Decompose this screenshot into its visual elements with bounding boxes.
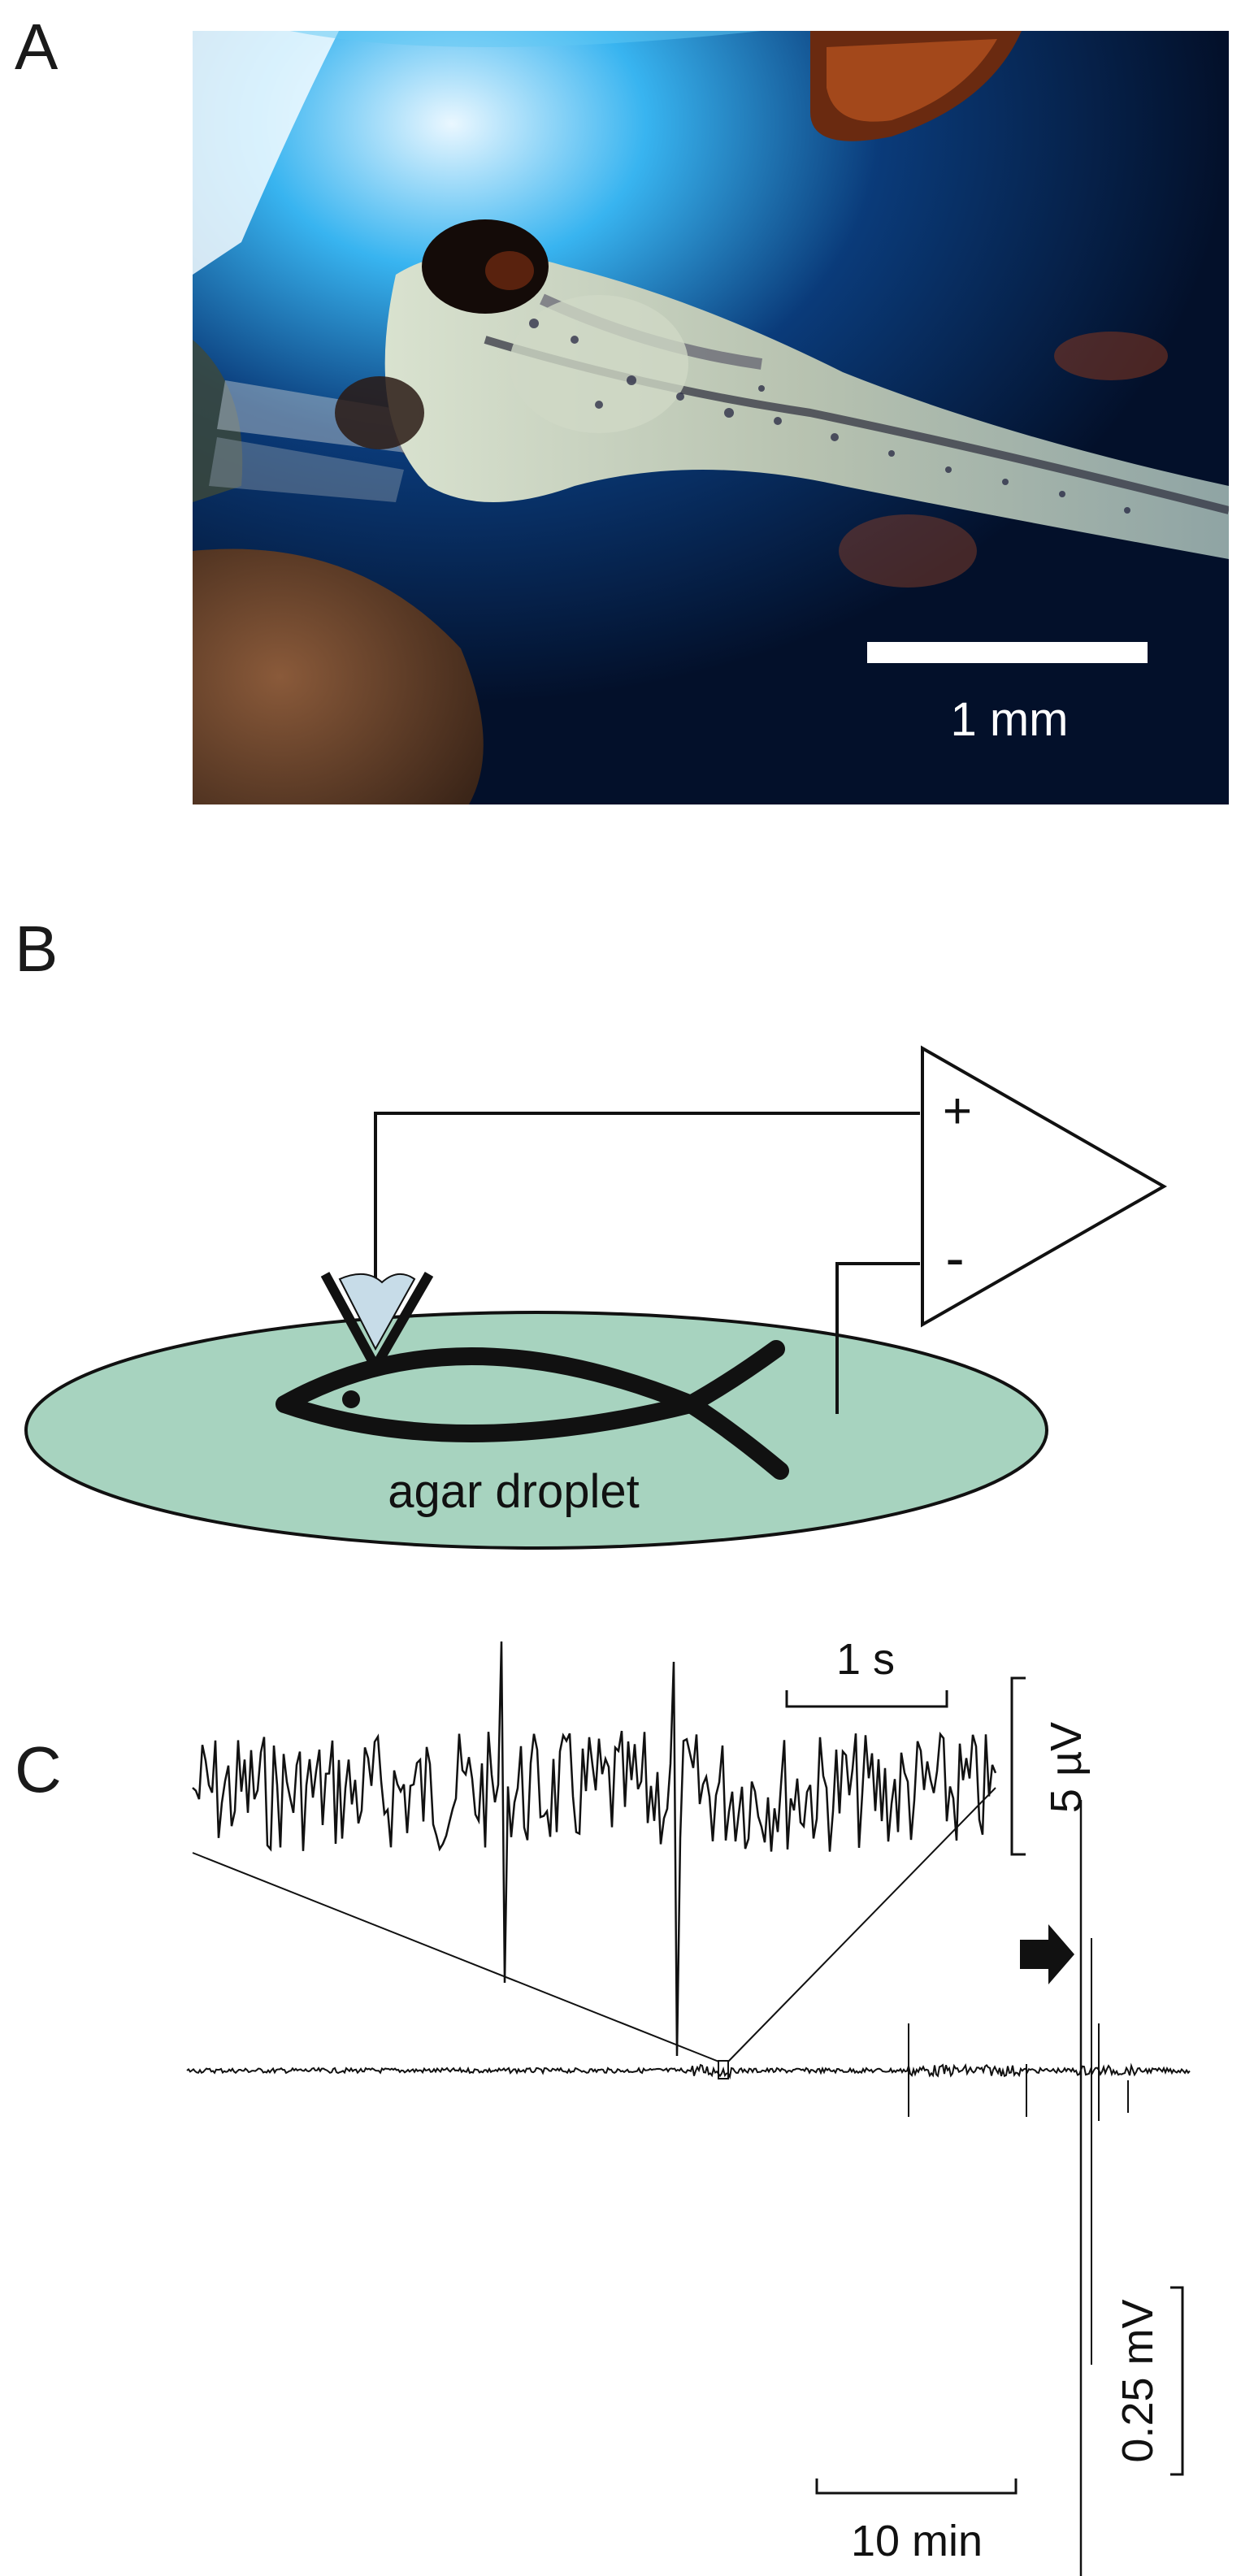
fish-outline <box>276 1340 789 1480</box>
zebrafish-photo: 1 mm <box>193 31 1229 804</box>
scale-bar-1mm <box>867 642 1148 663</box>
zoomed-trace <box>192 1641 997 2057</box>
time-scale-zoom-bar <box>785 1690 948 1708</box>
full-trace <box>186 2062 1191 2079</box>
right-arrow-icon <box>1020 1924 1074 1984</box>
amplifier-plus-label: + <box>943 1083 972 1139</box>
time-scale-zoom-label: 1 s <box>836 1635 895 1684</box>
zoom-connector-right <box>727 1787 996 2063</box>
amplifier-triangle <box>921 1045 1168 1328</box>
zoom-connector-left <box>192 1852 722 2063</box>
voltage-scale-full-bar <box>1170 2286 1184 2476</box>
time-scale-full-bar <box>815 2478 1018 2495</box>
panel-label-c: C <box>15 1733 62 1806</box>
agar-droplet <box>24 1311 1048 1550</box>
panel-label-a: A <box>15 11 59 83</box>
scale-bar-label: 1 mm <box>951 693 1069 746</box>
reference-electrode-wire <box>835 1262 920 1414</box>
voltage-scale-zoom-label: 5 µV <box>1042 1722 1091 1813</box>
voltage-scale-full-label: 0.25 mV <box>1113 2299 1162 2462</box>
zoom-window-box <box>718 2060 729 2079</box>
amplifier-minus-label: - <box>945 1226 964 1290</box>
fish-eye <box>342 1390 360 1408</box>
voltage-scale-zoom-bar <box>1010 1676 1026 1856</box>
agar-droplet-label: agar droplet <box>388 1465 640 1518</box>
recording-setup-diagram: + - agar droplet <box>24 1045 1168 1550</box>
time-scale-full-label: 10 min <box>851 2517 983 2565</box>
eeg-recording-figure: 1 s 5 µV 0.25 mV 10 min <box>186 1635 1191 2576</box>
positive-electrode-wire <box>374 1112 920 1323</box>
panel-label-b: B <box>15 913 59 985</box>
recording-pipette <box>320 1271 434 1377</box>
